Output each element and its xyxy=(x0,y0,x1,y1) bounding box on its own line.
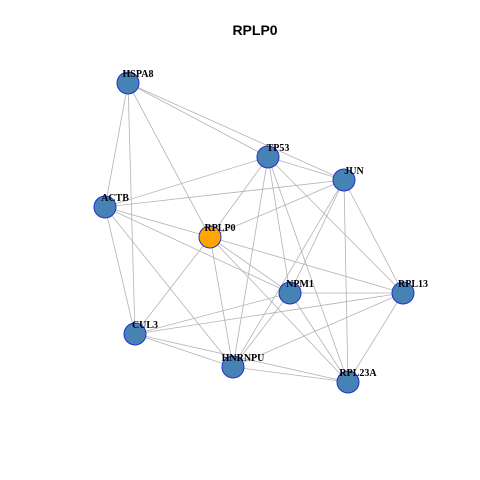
edge-actb-rplp0 xyxy=(104,206,211,238)
node-actb[interactable]: ACTB xyxy=(93,193,129,219)
node-label-cul3: CUL3 xyxy=(132,320,158,331)
node-rpl23a[interactable]: RPL23A xyxy=(336,368,377,394)
node-label-rpl23a: RPL23A xyxy=(339,368,377,379)
edge-npm1-rpl23a xyxy=(289,292,349,383)
node-circle-actb[interactable] xyxy=(93,195,117,219)
edge-npm1-hnrnpu xyxy=(232,292,291,368)
edge-rplp0-rpl13 xyxy=(209,236,404,294)
edges-layer xyxy=(104,82,404,383)
graph-title: RPLP0 xyxy=(232,22,277,38)
node-rpl13[interactable]: RPL13 xyxy=(391,279,428,305)
node-jun[interactable]: JUN xyxy=(332,166,364,192)
node-circle-rpl13[interactable] xyxy=(391,281,415,305)
node-label-actb: ACTB xyxy=(101,193,129,204)
edge-tp53-npm1 xyxy=(267,156,291,294)
edge-rpl13-rpl23a xyxy=(347,292,404,383)
edge-hspa8-tp53 xyxy=(127,82,269,158)
node-circle-npm1[interactable] xyxy=(278,281,302,305)
node-circle-jun[interactable] xyxy=(332,168,356,192)
node-label-hnrnpu: HNRNPU xyxy=(222,353,265,364)
node-label-tp53: TP53 xyxy=(267,143,290,154)
edge-rplp0-npm1 xyxy=(209,236,291,294)
edge-actb-cul3 xyxy=(104,206,136,335)
edge-hspa8-actb xyxy=(104,82,129,208)
node-label-jun: JUN xyxy=(344,166,364,177)
edge-tp53-rpl13 xyxy=(267,156,404,294)
node-npm1[interactable]: NPM1 xyxy=(278,279,314,305)
edge-actb-hnrnpu xyxy=(104,206,234,368)
edge-rplp0-rpl23a xyxy=(209,236,349,383)
node-cul3[interactable]: CUL3 xyxy=(123,320,158,346)
node-rplp0[interactable]: RPLP0 xyxy=(198,223,236,249)
node-circle-rplp0[interactable] xyxy=(198,225,222,249)
node-tp53[interactable]: TP53 xyxy=(256,143,290,169)
edge-hspa8-jun xyxy=(127,82,345,181)
edge-tp53-jun xyxy=(267,156,345,181)
edge-actb-npm1 xyxy=(104,206,291,294)
edge-rpl13-cul3 xyxy=(134,292,404,335)
node-hspa8[interactable]: HSPA8 xyxy=(116,69,154,95)
node-label-hspa8: HSPA8 xyxy=(123,69,154,80)
node-hnrnpu[interactable]: HNRNPU xyxy=(221,353,265,379)
edge-npm1-cul3 xyxy=(134,292,291,335)
edge-jun-npm1 xyxy=(289,179,345,294)
edge-rpl13-hnrnpu xyxy=(232,292,404,368)
edge-jun-hnrnpu xyxy=(232,179,345,368)
edge-cul3-hnrnpu xyxy=(134,333,234,368)
edge-jun-rpl23a xyxy=(343,179,349,383)
edge-jun-rplp0 xyxy=(209,179,345,238)
node-circle-rpl23a[interactable] xyxy=(336,370,360,394)
edge-tp53-actb xyxy=(104,156,269,208)
edge-tp53-rpl23a xyxy=(267,156,349,383)
edge-hspa8-cul3 xyxy=(127,82,136,335)
node-circle-tp53[interactable] xyxy=(256,145,280,169)
node-label-rpl13: RPL13 xyxy=(398,279,428,290)
node-circle-hnrnpu[interactable] xyxy=(221,355,245,379)
edge-hnrnpu-rpl23a xyxy=(232,366,349,383)
edge-jun-rpl13 xyxy=(343,179,404,294)
edge-cul3-rpl23a xyxy=(134,333,349,383)
edge-tp53-rplp0 xyxy=(209,156,269,238)
node-circle-hspa8[interactable] xyxy=(116,71,140,95)
edge-jun-actb xyxy=(104,179,345,208)
edge-rplp0-cul3 xyxy=(134,236,211,335)
edge-tp53-hnrnpu xyxy=(232,156,269,368)
edge-hspa8-rplp0 xyxy=(127,82,211,238)
edge-rplp0-hnrnpu xyxy=(209,236,234,368)
node-circle-cul3[interactable] xyxy=(123,322,147,346)
node-label-npm1: NPM1 xyxy=(286,279,314,290)
node-label-rplp0: RPLP0 xyxy=(204,223,235,234)
